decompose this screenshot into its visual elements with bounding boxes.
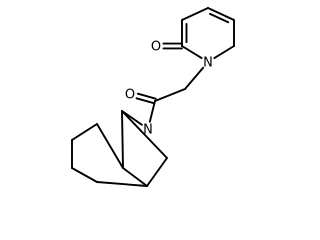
atom-label-o-a7: O bbox=[151, 40, 161, 55]
bond-a9-a11 bbox=[148, 100, 156, 123]
bond-a5-a6 bbox=[213, 45, 235, 60]
bond-a8-a9 bbox=[154, 88, 186, 102]
bond-a18-a19 bbox=[96, 123, 124, 169]
bond-a12-a13 bbox=[121, 110, 168, 159]
bond-a9-a10-a bbox=[136, 92, 157, 100]
atom-label-o-a10: O bbox=[125, 88, 135, 103]
bond-a2-a3 bbox=[181, 7, 209, 21]
bond-a3-a4-inner bbox=[209, 12, 230, 24]
bond-a9-a10-b bbox=[135, 97, 156, 105]
bond-a6-a8 bbox=[184, 66, 205, 90]
bond-a14-a19 bbox=[122, 167, 148, 187]
atom-label-n-a6: N bbox=[203, 56, 213, 71]
bond-a6-a1 bbox=[181, 45, 203, 60]
bond-a19-a12 bbox=[121, 110, 124, 169]
bond-a14-a15 bbox=[96, 181, 148, 187]
atom-label-n-a11: N bbox=[143, 123, 153, 138]
bond-a13-a14 bbox=[146, 157, 168, 187]
bond-a3-a4 bbox=[207, 7, 235, 21]
bond-a17-a18 bbox=[71, 123, 98, 141]
molecule-canvas: N O O N bbox=[71, 7, 235, 187]
bond-a15-a16 bbox=[71, 167, 98, 183]
molecule-diagram: N O O N bbox=[71, 7, 235, 187]
